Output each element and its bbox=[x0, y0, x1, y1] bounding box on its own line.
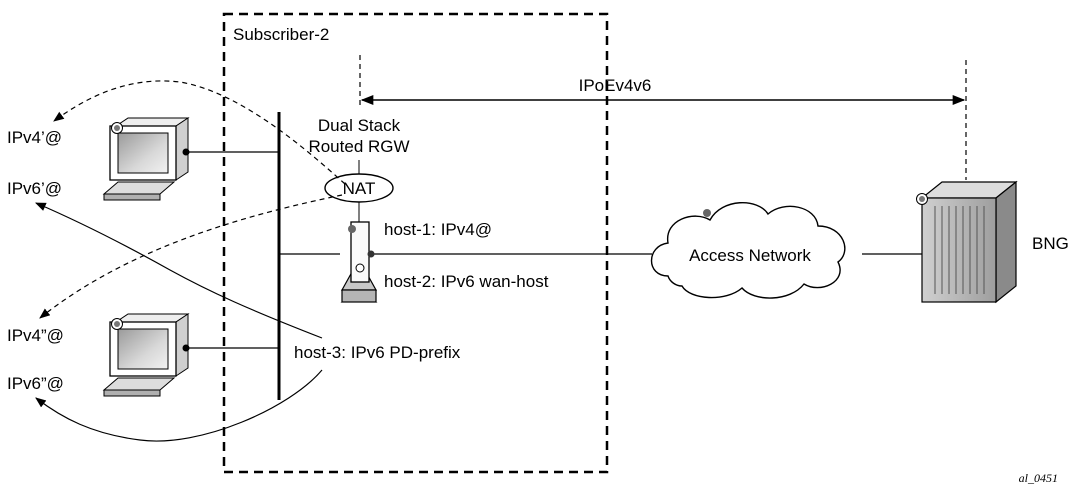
pc1-ipv4-label: IPv4’@ bbox=[7, 128, 62, 147]
host3-label: host-3: IPv6 PD-prefix bbox=[294, 343, 461, 362]
nat-map-arrow-pc1-ipv4 bbox=[53, 80, 346, 185]
host2-label: host-2: IPv6 wan-host bbox=[384, 272, 549, 291]
pc2-ipv6-label: IPv6”@ bbox=[7, 374, 64, 393]
nat-map-arrow-pc2-ipv4 bbox=[39, 194, 343, 319]
figure-id: al_0451 bbox=[1019, 471, 1058, 485]
host1-label: host-1: IPv4@ bbox=[384, 220, 492, 239]
pc1-ipv6-label: IPv6’@ bbox=[7, 179, 62, 198]
pc1-computer-icon bbox=[102, 117, 190, 201]
subscriber-boundary bbox=[222, 12, 609, 474]
nat-label: NAT bbox=[343, 179, 376, 198]
pc2-ipv4-label: IPv4”@ bbox=[7, 326, 64, 345]
access-network-cloud bbox=[651, 201, 846, 299]
ipoe-label: IPoEv4v6 bbox=[579, 76, 652, 95]
rgw-router-icon bbox=[340, 221, 378, 303]
access-network-label: Access Network bbox=[689, 246, 811, 265]
pd-arrow-pc2-ipv6 bbox=[35, 369, 323, 442]
rgw-label-line2: Routed RGW bbox=[308, 137, 409, 156]
subscriber-label: Subscriber-2 bbox=[233, 25, 329, 44]
pc2-computer-icon bbox=[102, 313, 190, 397]
rgw-label-line1: Dual Stack bbox=[318, 116, 401, 135]
bng-label: BNG bbox=[1032, 234, 1068, 253]
bng-device-icon bbox=[916, 180, 1018, 304]
pd-arrow-pc1-ipv6 bbox=[35, 202, 323, 339]
